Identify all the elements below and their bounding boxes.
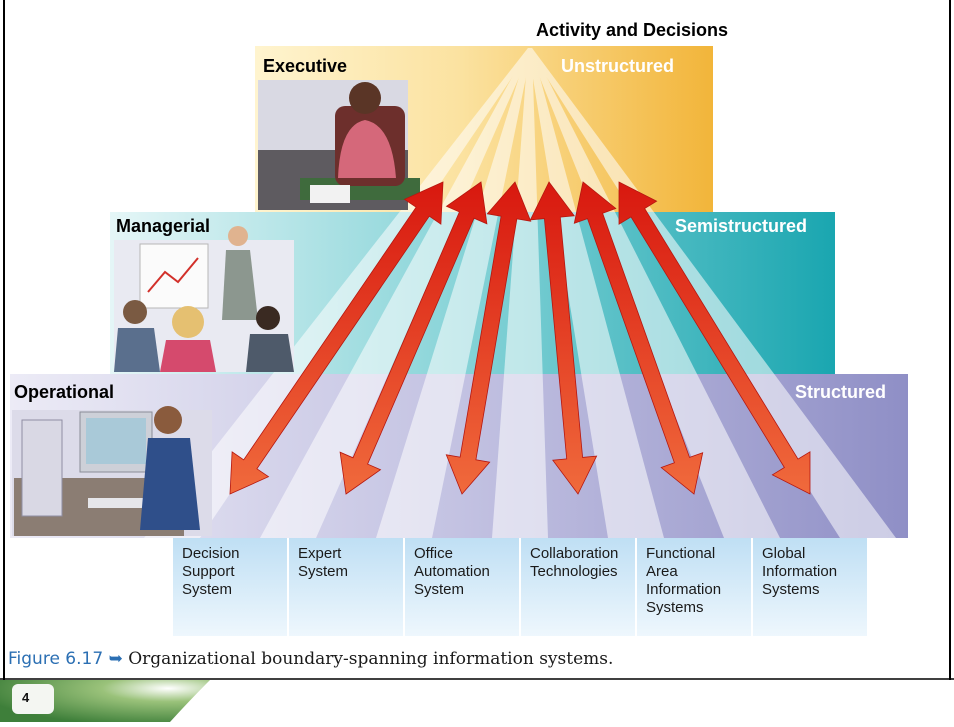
diagram-title: Activity and Decisions <box>536 20 729 40</box>
light-ray <box>492 48 548 538</box>
managerial-illustration <box>114 226 294 372</box>
caption-arrow-icon: ➥ <box>108 649 123 669</box>
system-label-line: Automation <box>414 563 490 580</box>
light-ray <box>376 48 532 538</box>
slide-number: 4 <box>22 690 30 705</box>
system-label-line: Systems <box>762 581 820 598</box>
double-arrow <box>445 181 532 495</box>
managerial-label: Managerial <box>116 216 211 236</box>
system-box <box>637 538 751 636</box>
system-box <box>753 538 867 636</box>
double-arrow <box>573 181 704 495</box>
system-boxes-group <box>173 538 867 636</box>
light-ray <box>144 48 532 538</box>
light-ray <box>260 48 532 538</box>
system-label-line: Functional <box>646 545 716 562</box>
structured-label: Structured <box>795 382 887 402</box>
double-arrow <box>339 181 488 495</box>
double-arrow <box>229 181 444 495</box>
system-label-line: Information <box>646 581 722 598</box>
system-label-line: Office <box>414 545 453 562</box>
figure-caption: Figure 6.17 ➥ Organizational boundary-sp… <box>8 648 613 670</box>
system-box <box>405 538 519 636</box>
system-label-line: Collaboration <box>530 545 619 562</box>
system-box <box>521 538 635 636</box>
double-arrow <box>529 181 598 495</box>
system-label-line: Area <box>646 563 678 580</box>
system-label-line: System <box>298 563 349 580</box>
system-label-line: Support <box>182 563 235 580</box>
system-label-line: Technologies <box>530 563 618 580</box>
system-box <box>173 538 287 636</box>
system-label-line: System <box>414 581 465 598</box>
system-label-line: Expert <box>298 545 342 562</box>
executive-illustration <box>258 80 420 210</box>
operational-label: Operational <box>14 382 115 402</box>
light-ray <box>528 48 664 538</box>
system-label-line: Decision <box>182 545 240 562</box>
unstructured-label: Unstructured <box>561 56 675 76</box>
slide-number-badge <box>12 684 54 714</box>
system-label-line: Systems <box>646 599 704 616</box>
figure-number: Figure 6.17 <box>8 649 104 669</box>
system-box <box>289 538 403 636</box>
arrows-group <box>229 181 811 495</box>
light-rays <box>144 48 896 538</box>
light-ray <box>528 48 780 538</box>
double-arrow <box>618 181 811 495</box>
operational-illustration <box>12 406 212 536</box>
light-ray <box>528 48 896 538</box>
semistructured-label: Semistructured <box>675 216 808 236</box>
system-label-line: Global <box>762 545 806 562</box>
executive-label: Executive <box>263 56 348 76</box>
caption-text: Organizational boundary-spanning informa… <box>128 649 614 669</box>
system-label-line: System <box>182 581 233 598</box>
system-label-line: Information <box>762 563 838 580</box>
